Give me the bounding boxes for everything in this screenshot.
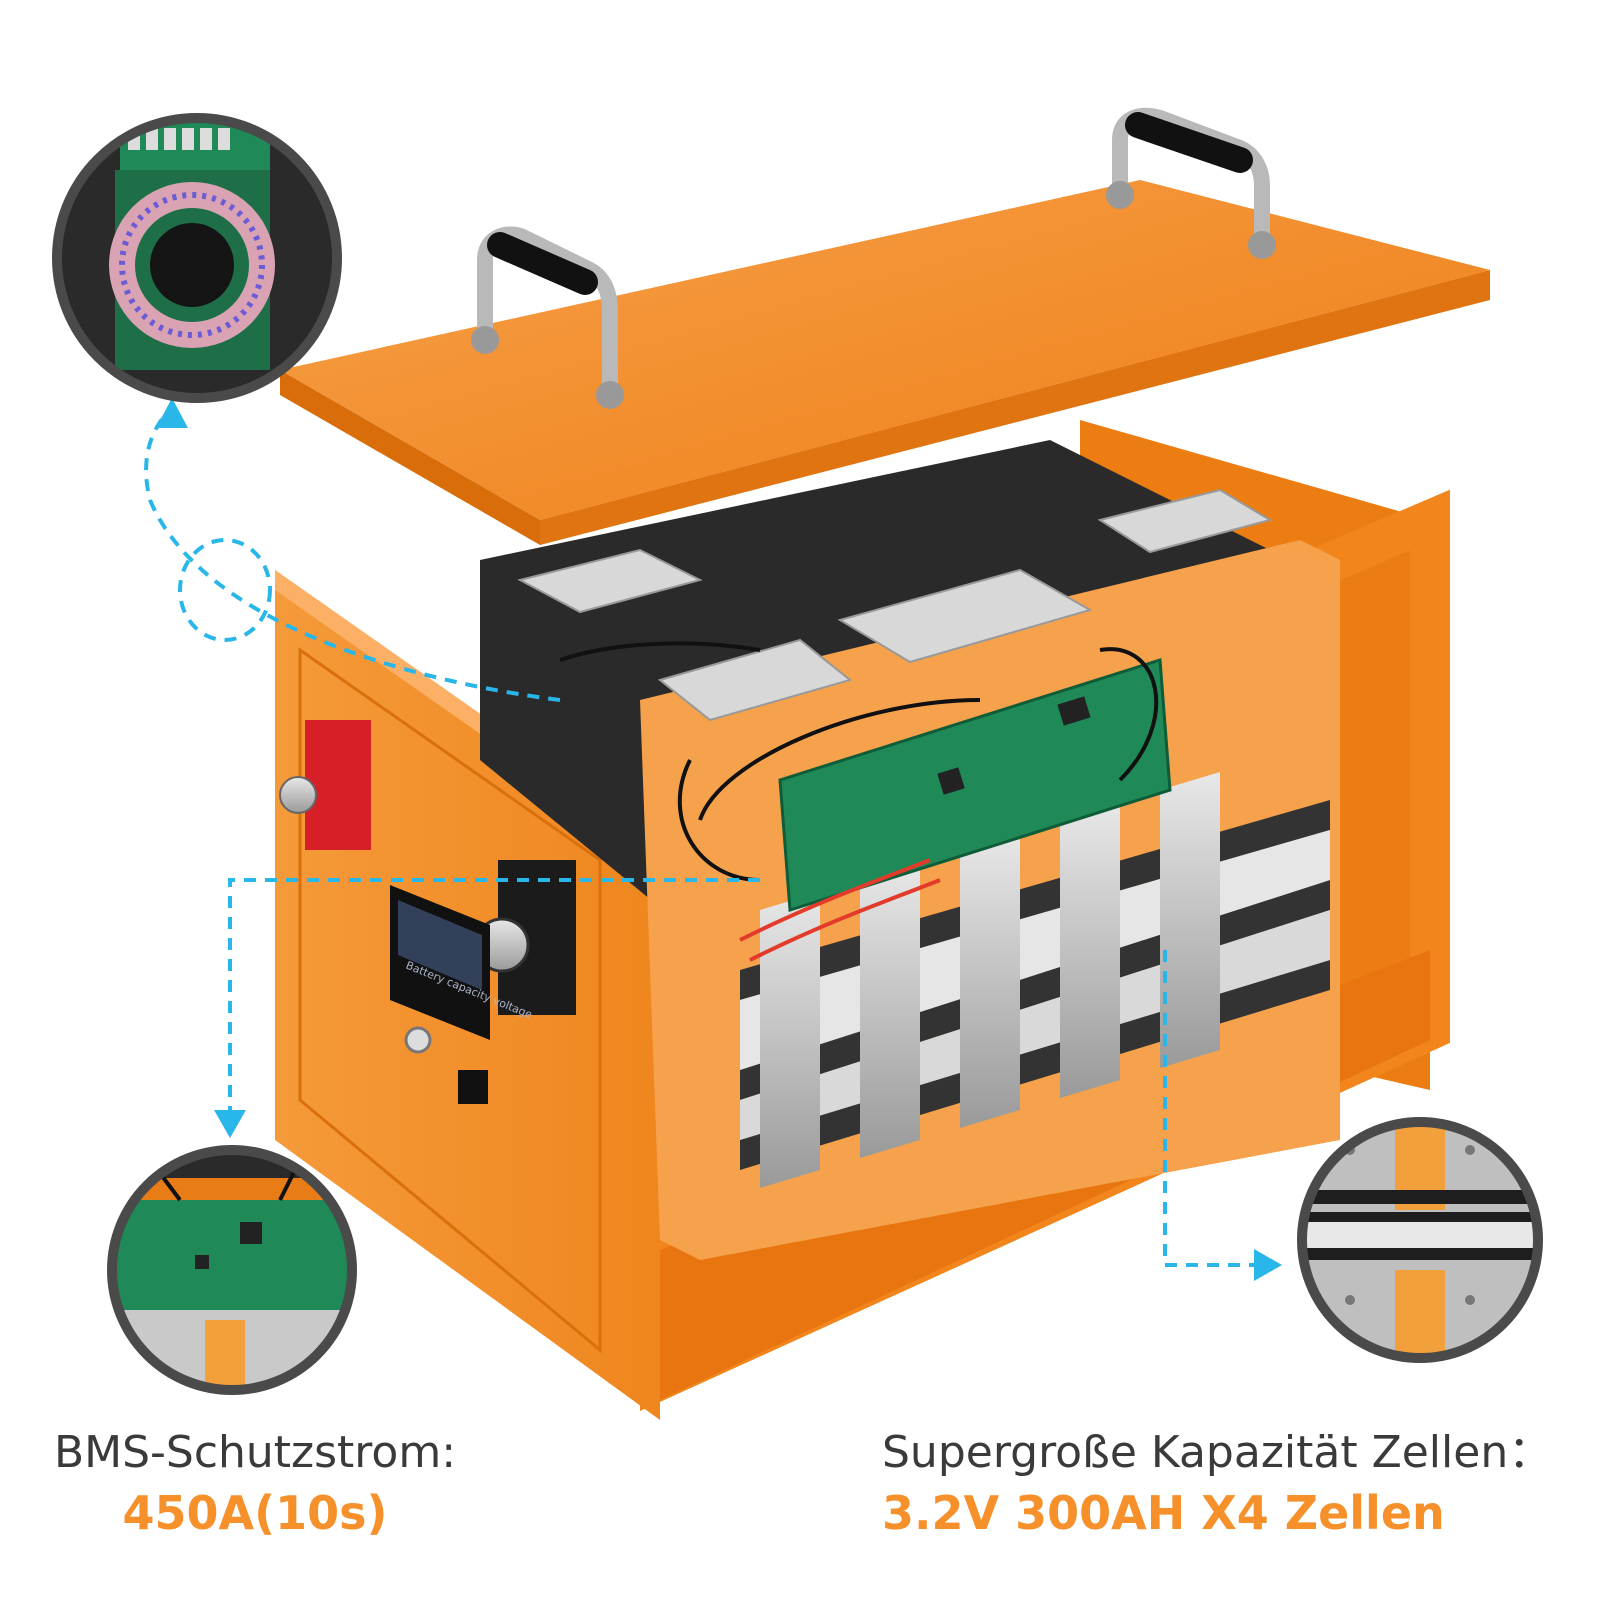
callout-bms (107, 1145, 357, 1395)
lid-handle-left (471, 226, 624, 409)
lid-top (280, 180, 1490, 520)
battery-lid (280, 107, 1490, 545)
lid-front-edge (280, 370, 540, 545)
arrowhead-bms (214, 1110, 246, 1138)
callout-busbar (1297, 1117, 1543, 1363)
caption-bms-title: BMS-Schutzstrom: (53, 1427, 457, 1478)
arrowhead-toroid (156, 398, 188, 428)
caption-capacity-title: Supergroße Kapazität Zellen： (882, 1427, 1553, 1478)
red-wiring (739, 858, 941, 962)
positive-terminal-plate (305, 720, 371, 850)
battery-cells (480, 440, 1340, 1260)
caption-bms-current: BMS-Schutzstrom: 450A(10s) (50, 1427, 460, 1540)
lid-right-edge (540, 270, 1490, 545)
arrow-heads (156, 398, 1282, 1281)
arrow-to-busbar (1163, 950, 1268, 1267)
front-controls: Battery capacity voltage (279, 720, 576, 1104)
caption-cell-capacity: Supergroße Kapazität Zellen： 3.2V 300AH … (882, 1427, 1582, 1540)
arrow-to-bms (228, 878, 760, 1125)
lid-handle-right (1106, 107, 1276, 259)
bms-pcb-closeup (112, 1200, 352, 1310)
callout-arrows (144, 408, 1268, 1267)
caption-bms-value: 450A(10s) (122, 1485, 388, 1540)
bms-board (778, 658, 1172, 912)
arrow-loop (178, 538, 272, 642)
wiring (559, 641, 1159, 882)
callout-toroid (52, 113, 342, 403)
caption-capacity-value: 3.2V 300AH X4 Zellen (882, 1485, 1445, 1540)
metal-straps (760, 772, 1220, 1188)
front-plate-outline (298, 647, 602, 1354)
power-button (404, 1026, 432, 1054)
arrowhead-busbar (1254, 1249, 1282, 1281)
rj45-port (458, 1070, 488, 1104)
voltage-display-screen (398, 900, 482, 990)
positive-terminal-bolt (279, 776, 317, 814)
cell-terminals (517, 488, 1273, 722)
arrow-to-toroid (144, 408, 561, 702)
